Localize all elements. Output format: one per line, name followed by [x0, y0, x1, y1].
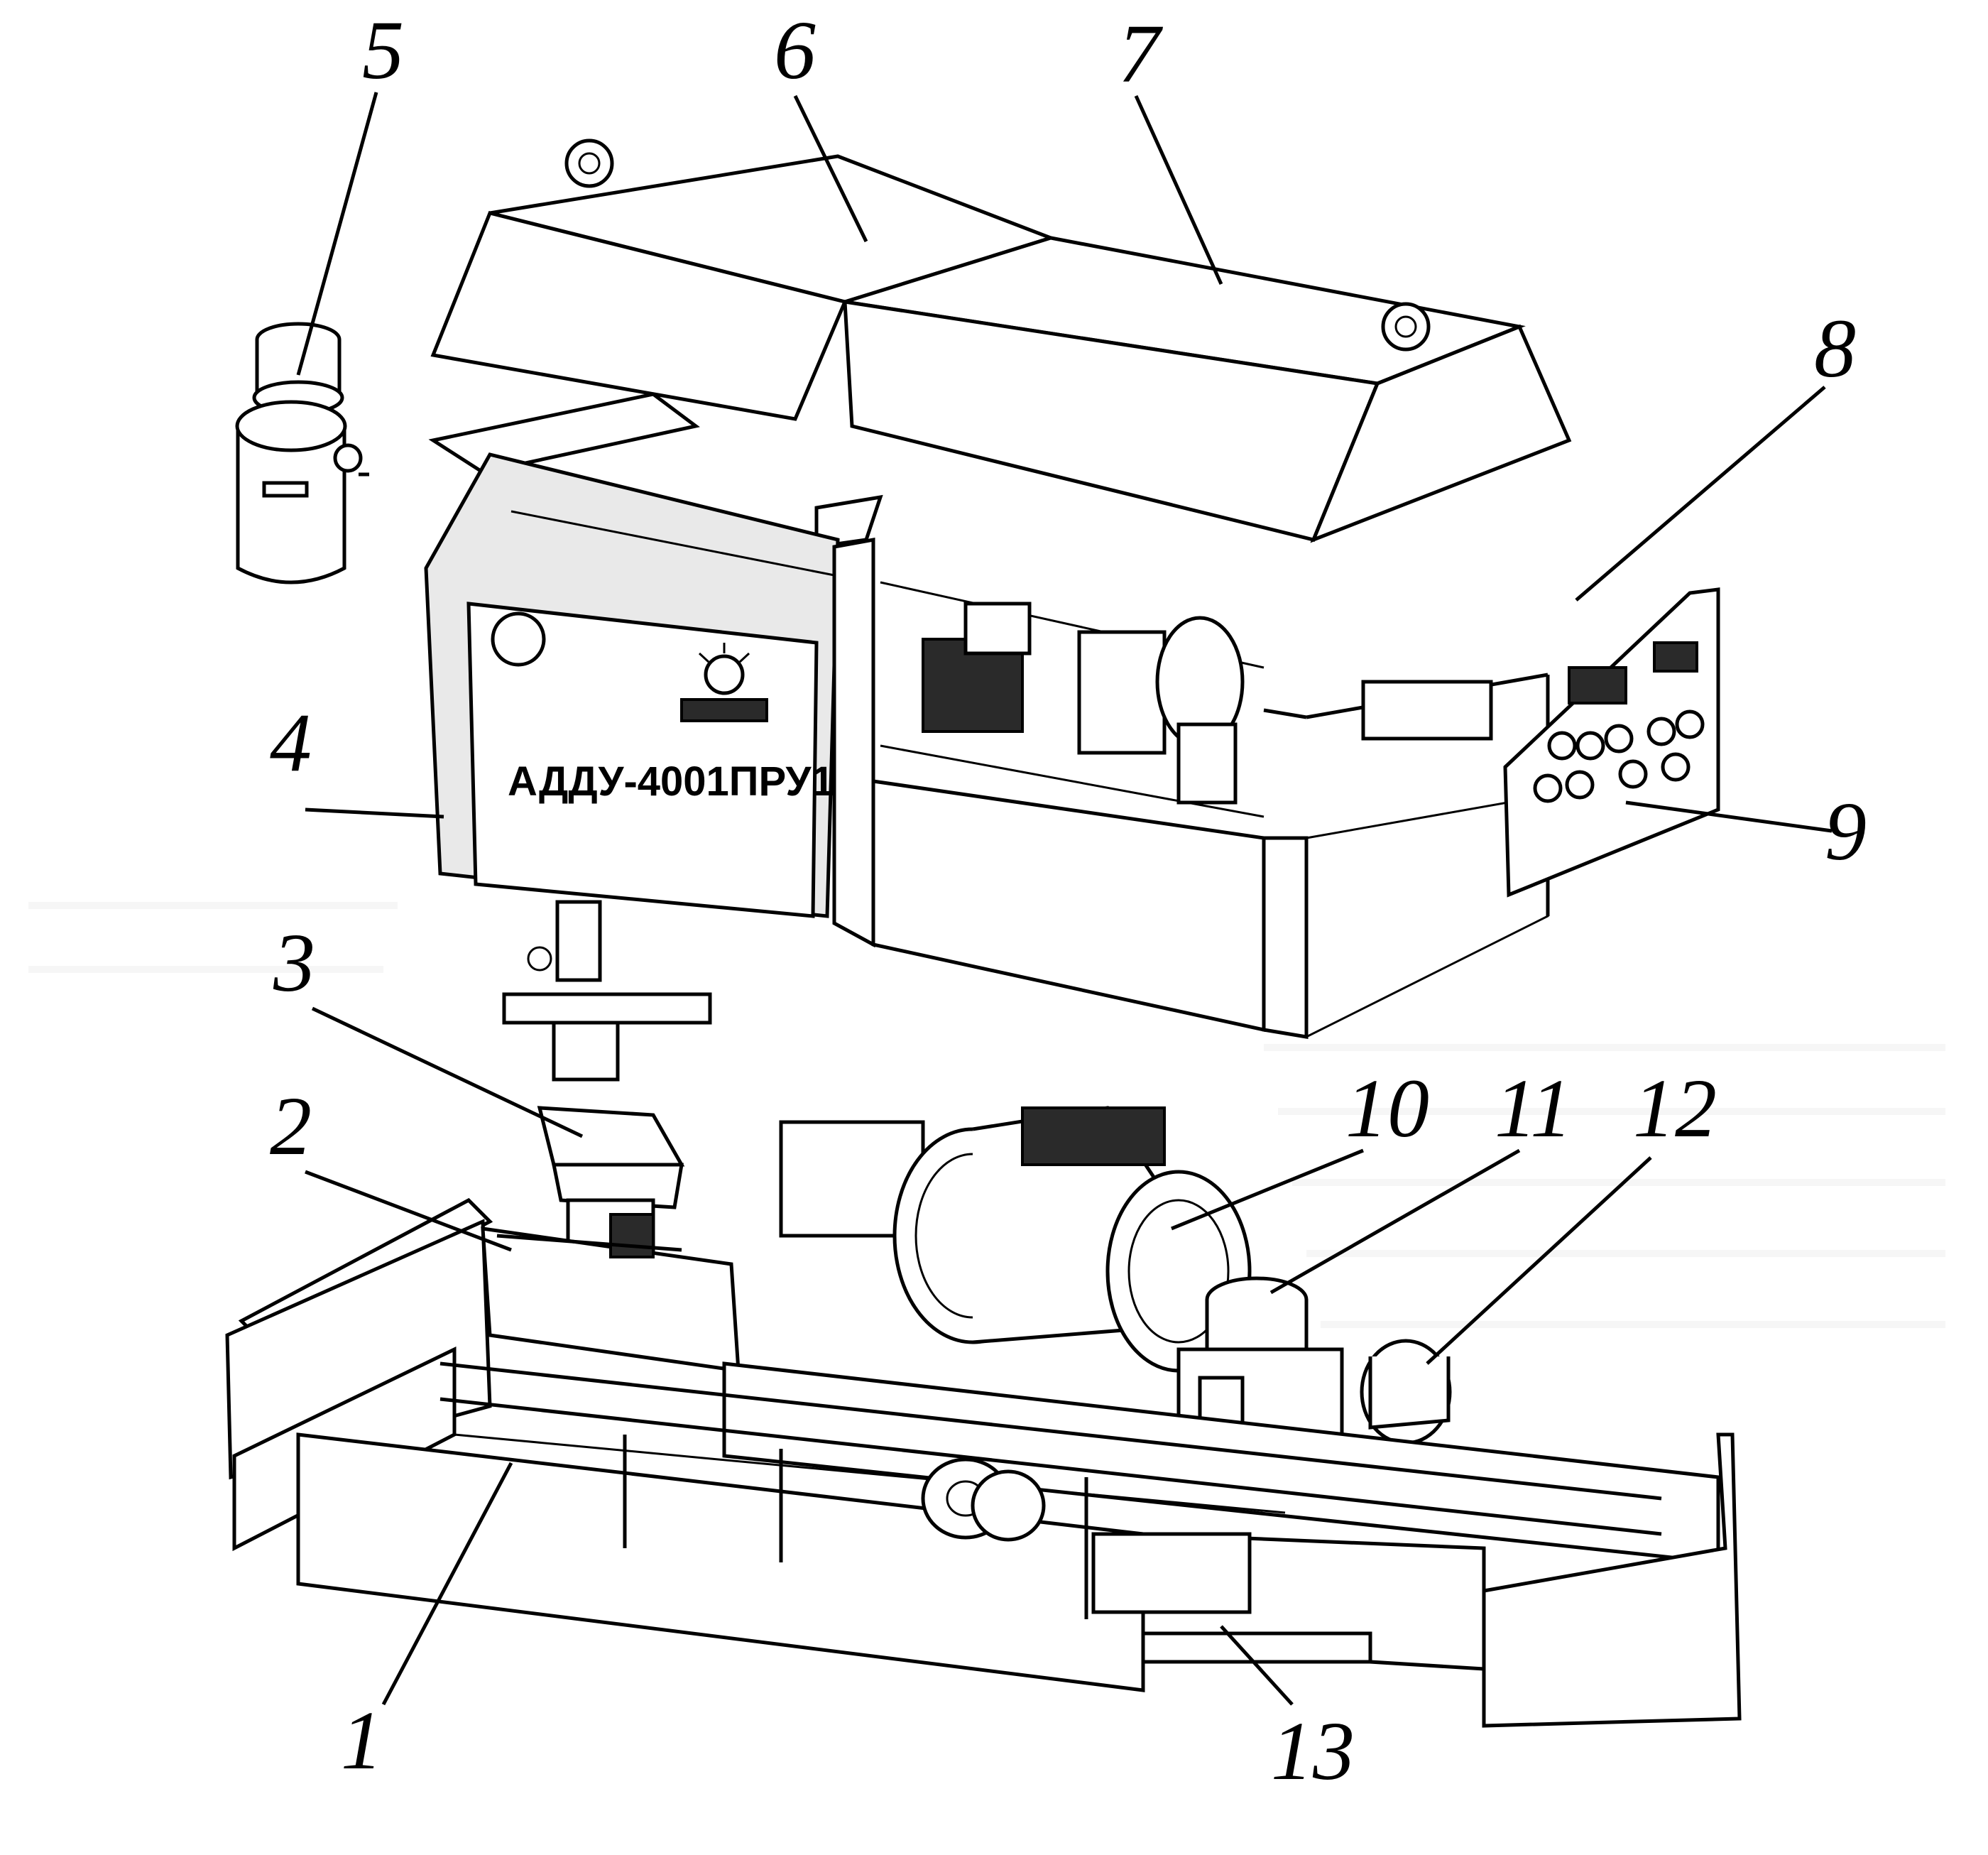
callout-13: 13 — [1271, 1704, 1355, 1797]
callout-5: 5 — [362, 4, 404, 97]
item-1-base-frame — [232, 1347, 1742, 1728]
callout-12: 12 — [1633, 1062, 1717, 1155]
leader-lines — [296, 92, 1833, 1706]
callout-7: 7 — [1118, 7, 1164, 100]
callout-10: 10 — [1345, 1062, 1429, 1155]
item-7-top-cover-right — [843, 236, 1572, 543]
callout-1: 1 — [341, 1694, 383, 1787]
callout-9: 9 — [1825, 785, 1867, 878]
item-6-top-cover-left — [430, 138, 1056, 421]
sun-emblem-icon — [680, 643, 768, 722]
item-13-rail — [1141, 1631, 1372, 1664]
callout-2: 2 — [270, 1079, 312, 1173]
callout-labels: 5 6 7 8 4 9 3 2 10 11 12 1 13 — [270, 4, 1867, 1797]
item-4-welding-unit: АДДУ-4001ПРУ1 — [424, 392, 1550, 1082]
item-10-generator — [779, 1106, 1252, 1373]
item-12-fuel-tank — [1360, 1339, 1452, 1445]
callout-4: 4 — [270, 696, 312, 789]
callout-6: 6 — [774, 4, 816, 97]
item-8-9-control-panel — [1503, 587, 1720, 898]
callout-3: 3 — [273, 916, 315, 1009]
brand-text: АДДУ-4001ПРУ1 — [508, 758, 834, 805]
callout-8: 8 — [1814, 302, 1856, 395]
background-bleed-lines — [28, 902, 1945, 1328]
callout-11: 11 — [1495, 1062, 1572, 1155]
